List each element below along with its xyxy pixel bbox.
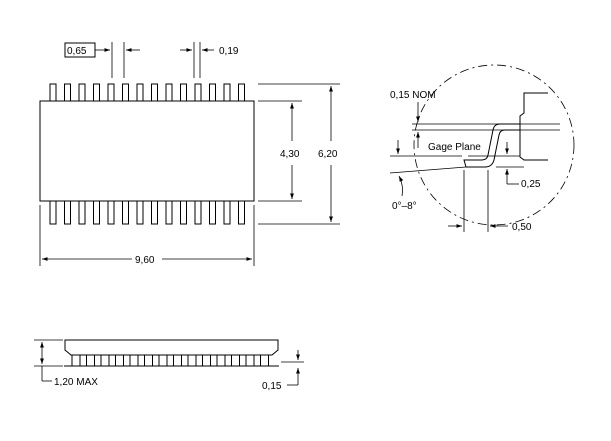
pin-lead-side <box>86 354 95 367</box>
pin-lead-top <box>78 83 86 102</box>
pin-lead-side <box>231 354 240 367</box>
detail-lead <box>463 123 520 168</box>
lead-angle-label: 0°–8° <box>392 201 417 212</box>
max-height-label: 1,20 MAX <box>54 377 98 388</box>
lead-thickness-label: 0,15 NOM <box>390 90 436 101</box>
pin-lead-bottom <box>151 200 158 225</box>
gage-plane-label: Gage Plane <box>428 142 481 153</box>
package-body <box>39 100 255 202</box>
detail-body-edge <box>519 92 548 161</box>
pin-lead-top <box>194 83 202 102</box>
pin-lead-side <box>71 354 81 367</box>
pin-lead-bottom <box>122 200 129 225</box>
pin-lead-top <box>136 83 144 102</box>
pin-lead-side <box>202 354 211 367</box>
overall-width-label: 6,20 <box>318 149 338 160</box>
pin-lead-bottom <box>165 200 173 225</box>
pitch-label: 0,65 <box>67 46 87 57</box>
pin-lead-top <box>151 83 158 102</box>
pin-lead-bottom <box>223 200 231 225</box>
pin-lead-bottom <box>194 200 202 225</box>
pin-lead-side <box>173 354 182 367</box>
pin-lead-side <box>115 354 124 367</box>
pin-lead-top <box>180 83 187 102</box>
seating-plane-line <box>389 166 467 174</box>
pin-lead-top <box>64 83 71 102</box>
top-pin-row <box>49 83 245 102</box>
pin-lead-side <box>245 354 255 367</box>
pin-lead-side <box>216 354 226 367</box>
pin-lead-bottom <box>136 200 144 225</box>
foot-length-label: 0,50 <box>512 222 532 233</box>
pin-lead-side <box>100 354 110 367</box>
standoff-label: 0,15 <box>262 381 282 392</box>
pin-lead-side <box>144 354 153 367</box>
lead-detail-view: 0,15 NOM Gage Plane 0,25 0°–8° 0,50 <box>389 64 575 233</box>
pin-lead-top <box>165 83 173 102</box>
side-body <box>64 339 279 356</box>
detail-circle <box>413 64 575 226</box>
pin-lead-top <box>209 83 216 102</box>
pin-lead-bottom <box>64 200 71 225</box>
pin-lead-top <box>49 83 57 102</box>
lead-angle-arc <box>398 175 404 197</box>
pin-lead-bottom <box>180 200 187 225</box>
lead-width-label: 0,19 <box>219 46 239 57</box>
bottom-pin-row <box>49 200 245 225</box>
pin-lead-top <box>93 83 100 102</box>
body-length-label: 9,60 <box>135 255 155 266</box>
side-pin-row <box>71 354 269 367</box>
pin-lead-bottom <box>78 200 86 225</box>
pin-lead-top <box>238 83 245 102</box>
pin-lead-bottom <box>49 200 57 225</box>
pin-lead-bottom <box>238 200 245 225</box>
side-view: 1,20 MAX 0,15 <box>34 339 304 392</box>
pin-lead-top <box>107 83 115 102</box>
body-width-label: 4,30 <box>280 149 300 160</box>
gage-height-label: 0,25 <box>521 179 541 190</box>
pin-lead-side <box>158 354 168 367</box>
top-view: 0,65 0,19 4,30 6,20 9,60 <box>39 42 340 266</box>
pin-lead-top <box>122 83 129 102</box>
pin-lead-side <box>260 354 269 367</box>
pin-lead-bottom <box>209 200 216 225</box>
pin-lead-top <box>223 83 231 102</box>
pin-lead-side <box>187 354 197 367</box>
pin-lead-bottom <box>93 200 100 225</box>
pin-lead-bottom <box>107 200 115 225</box>
pin-lead-side <box>129 354 139 367</box>
